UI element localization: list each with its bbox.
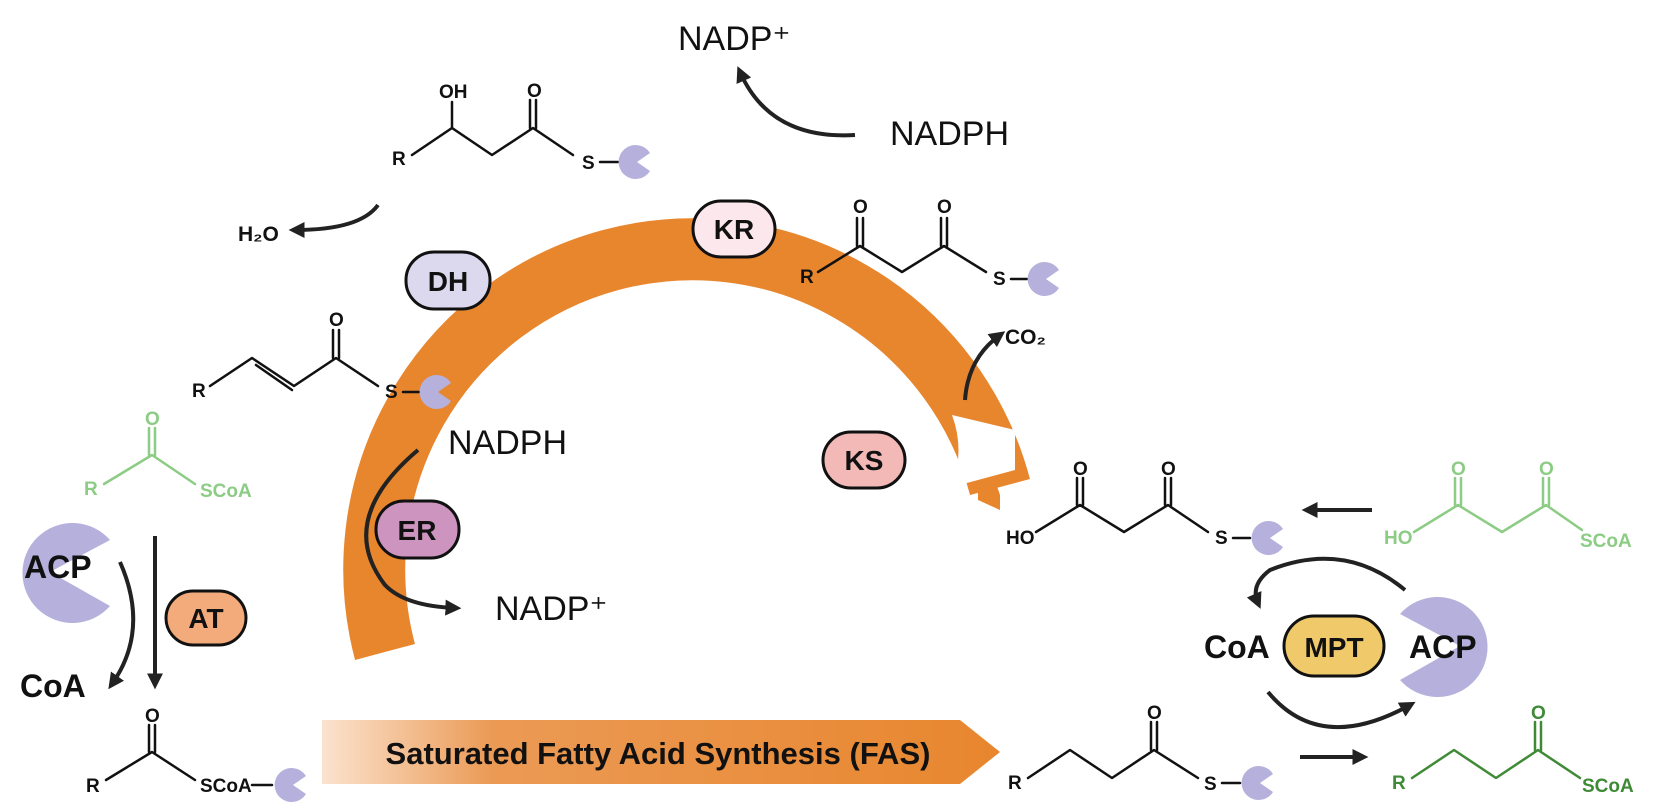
- acp-right: ACP: [1400, 597, 1488, 698]
- fas-banner: Saturated Fatty Acid Synthesis (FAS): [322, 720, 1000, 784]
- enzyme-mpt-badge: MPT: [1282, 614, 1386, 678]
- beta-hydroxyacyl-acp: R OH O S: [392, 81, 650, 179]
- acp-pacman-icon: [1241, 765, 1273, 800]
- atom-o: O: [145, 409, 160, 430]
- atom-scoa: SCoA: [1580, 531, 1632, 552]
- malonyl-coa: HO O O SCoA: [1384, 459, 1632, 552]
- atom-o: O: [329, 310, 344, 331]
- acp-pacman-icon: [419, 375, 451, 409]
- beta-ketoacyl-acp: R O O S: [800, 197, 1059, 296]
- atom-o: O: [1539, 459, 1554, 480]
- atom-scoa: SCoA: [200, 776, 252, 797]
- atom-o: O: [1161, 459, 1176, 480]
- co2-label: CO₂: [1005, 326, 1046, 349]
- enzyme-kr-badge: KR: [691, 199, 777, 259]
- enzyme-kr-label: KR: [714, 214, 754, 245]
- mpt-upper-arrow: [1246, 556, 1407, 609]
- atom-o: O: [1073, 459, 1088, 480]
- atom-ho: HO: [1006, 528, 1035, 549]
- atom-o: O: [527, 81, 542, 102]
- atom-o: O: [1531, 703, 1546, 724]
- atom-oh: OH: [439, 82, 468, 103]
- acp-left-label: ACP: [24, 549, 92, 585]
- enoyl-acp: R O S: [192, 310, 451, 409]
- atom-r: R: [800, 267, 814, 288]
- malonyl-acp: HO O O S: [1006, 459, 1283, 556]
- atom-o: O: [1451, 459, 1466, 480]
- atom-s: S: [1215, 528, 1228, 549]
- nadp-mid: NADP⁺: [495, 590, 607, 628]
- atom-s: S: [1204, 774, 1217, 795]
- atom-r: R: [1008, 773, 1022, 794]
- atom-r: R: [192, 381, 206, 402]
- er-nadph-arrow: [364, 448, 462, 616]
- enzyme-dh-label: DH: [428, 266, 468, 297]
- nadph-to-nadp-top-arrow: [736, 66, 856, 138]
- atom-s: S: [582, 153, 595, 174]
- enzyme-er-badge: ER: [374, 499, 461, 560]
- acp-pacman-icon: [1251, 521, 1283, 556]
- atom-s: S: [385, 382, 398, 403]
- acp-to-coa-arrow: [108, 561, 136, 690]
- acp-left: ACP: [22, 523, 110, 623]
- atom-r: R: [392, 149, 406, 170]
- acyl-scoa-acp: R O SCoA: [86, 706, 306, 802]
- enzyme-er-label: ER: [398, 515, 437, 546]
- atom-o: O: [853, 197, 868, 218]
- acp-pacman-icon: [1027, 262, 1059, 296]
- mpt-lower-arrow: [1266, 690, 1416, 730]
- atom-o: O: [937, 197, 952, 218]
- h2o-label: H₂O: [238, 223, 279, 246]
- enzyme-mpt-label: MPT: [1304, 632, 1363, 663]
- co2-release-arrow: [963, 331, 1006, 401]
- nadp-top: NADP⁺: [678, 20, 790, 58]
- acp-pacman-icon: [274, 768, 306, 802]
- coa-right-label: CoA: [1204, 629, 1270, 665]
- enzyme-at-label: AT: [188, 603, 223, 634]
- coa-left-label: CoA: [20, 668, 86, 704]
- nadph-top: NADPH: [890, 115, 1009, 153]
- atom-s: S: [993, 269, 1006, 290]
- acyl-coa-light: R O SCoA: [84, 409, 252, 502]
- atom-o: O: [1147, 703, 1162, 724]
- banner-title: Saturated Fatty Acid Synthesis (FAS): [386, 736, 931, 771]
- atom-scoa: SCoA: [200, 481, 252, 502]
- acp-pacman-icon: [618, 145, 650, 179]
- atom-o: O: [145, 706, 160, 727]
- enzyme-at-badge: AT: [164, 589, 248, 647]
- atom-r: R: [84, 479, 98, 500]
- nadph-mid: NADPH: [448, 424, 567, 462]
- enzyme-dh-badge: DH: [404, 250, 492, 311]
- atom-ho: HO: [1384, 528, 1413, 549]
- acp-right-label: ACP: [1409, 629, 1477, 665]
- atom-r: R: [1392, 773, 1406, 794]
- fas-cycle-ring: [343, 218, 1030, 660]
- h2o-release-arrow: [288, 203, 380, 238]
- acyl-acp-product: R O S: [1008, 703, 1273, 800]
- atom-r: R: [86, 776, 100, 797]
- acyl-coa-product: R O SCoA: [1392, 703, 1634, 797]
- enzyme-ks-label: KS: [845, 445, 884, 476]
- atom-scoa: SCoA: [1582, 776, 1634, 797]
- enzyme-ks-badge: KS: [821, 430, 907, 490]
